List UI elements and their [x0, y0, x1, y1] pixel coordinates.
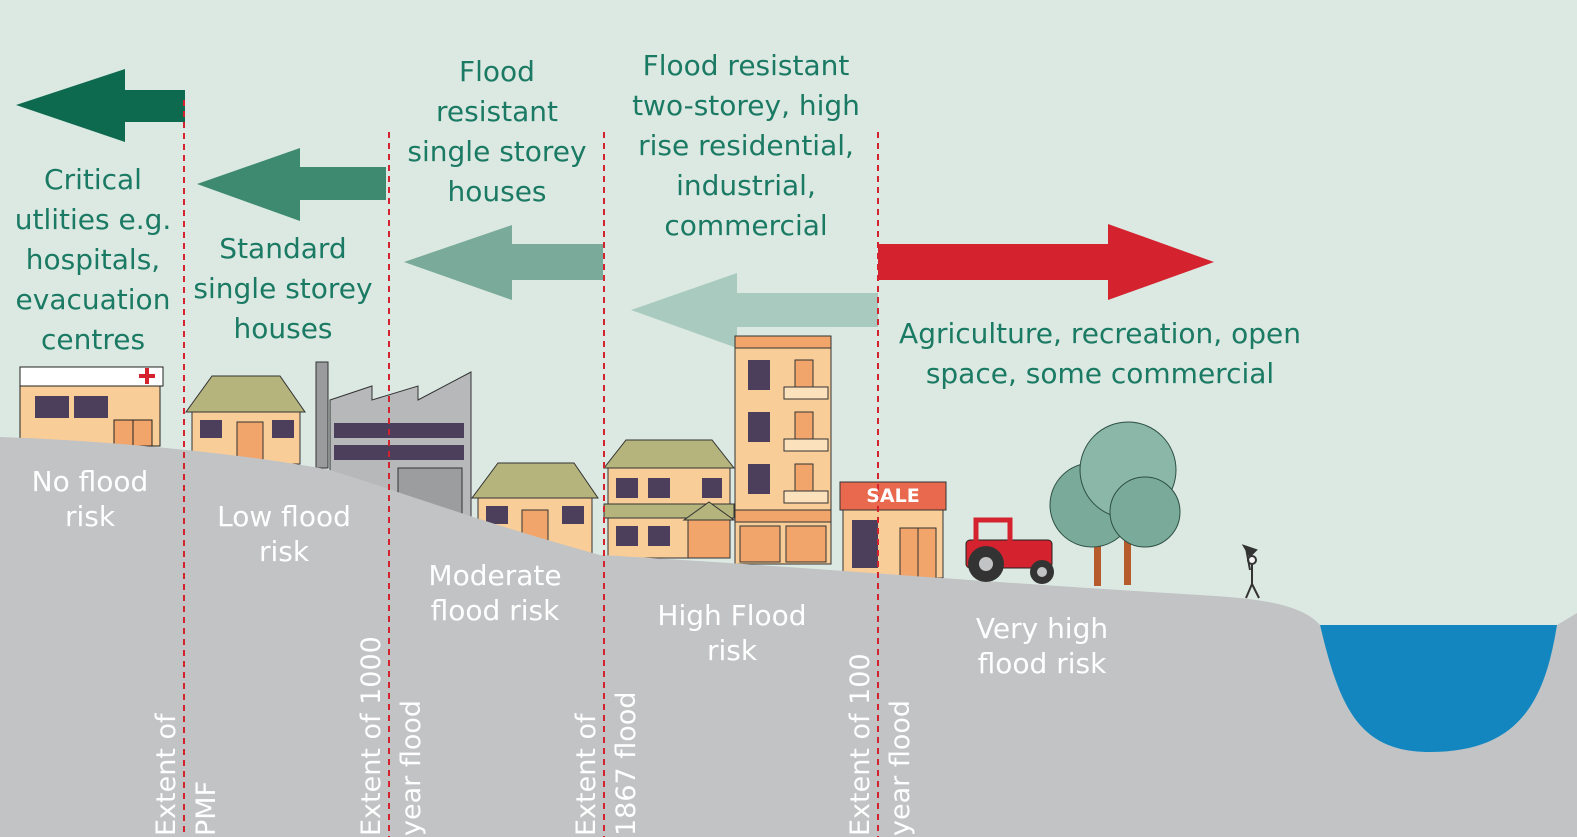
industrial-building — [315, 361, 472, 521]
label-flood-resistant-multi: Flood resistant two-storey, high rise re… — [632, 49, 860, 242]
sale-sign: SALE — [866, 485, 920, 507]
golfer — [1241, 544, 1260, 599]
label-extent-pmf: Extent of PMF — [151, 713, 222, 836]
trees — [1049, 421, 1181, 586]
arrow-standard-houses — [197, 148, 386, 221]
zone-moderate-flood-risk: Moderate flood risk — [428, 559, 562, 627]
river — [1320, 625, 1557, 752]
label-critical-utilities: Critical utlities e.g. hospitals, evacua… — [14, 163, 172, 356]
label-flood-resistant-single: Flood resistant single storey houses — [407, 55, 587, 208]
single-storey-house — [185, 375, 306, 465]
zone-low-flood-risk: Low flood risk — [217, 500, 351, 568]
red-cross-icon — [139, 368, 155, 384]
arrow-agriculture — [878, 224, 1214, 300]
zone-very-high-flood-risk: Very high flood risk — [975, 612, 1109, 680]
tractor — [965, 517, 1054, 584]
label-standard-houses: Standard single storey houses — [193, 232, 373, 345]
zone-high-flood-risk: High Flood risk — [657, 599, 807, 667]
label-extent-1867: Extent of 1867 flood — [571, 691, 642, 836]
arrow-flood-resistant-single — [404, 225, 603, 300]
label-agriculture: Agriculture, recreation, open space, som… — [899, 317, 1301, 390]
arrow-critical-utilities — [16, 69, 185, 142]
label-extent-1000-year: Extent of 1000 year flood — [356, 636, 427, 836]
label-extent-100-year: Extent of 100 year flood — [845, 653, 916, 836]
ground — [0, 437, 1577, 837]
high-rise-building — [734, 335, 832, 565]
hospital-building — [19, 366, 164, 447]
two-storey-house — [602, 439, 736, 559]
zone-no-flood-risk: No flood risk — [31, 465, 149, 533]
commercial-shop — [839, 481, 947, 579]
arrow-flood-resistant-multi — [631, 273, 878, 348]
